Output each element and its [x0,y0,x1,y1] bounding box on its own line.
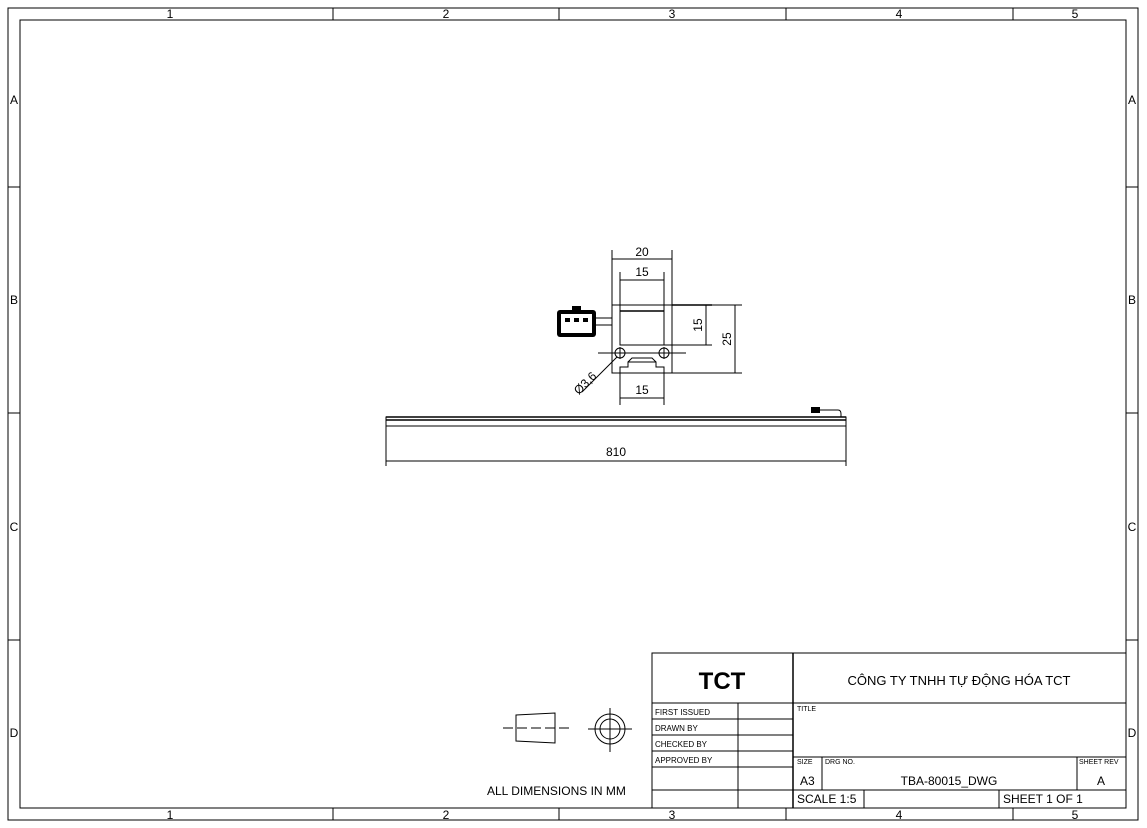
zone-labels: 1 2 3 4 5 1 2 3 4 5 A B C D A B C D [10,7,1137,822]
zone-row-c-right: C [1128,520,1137,534]
zone-col-1: 1 [167,7,174,21]
zone-col-5-bottom: 5 [1072,808,1079,822]
sheet-count: SHEET 1 OF 1 [1003,792,1083,806]
units-note: ALL DIMENSIONS IN MM [487,784,626,798]
title-label: TITLE [797,706,816,713]
drawn-by-label: DRAWN BY [655,724,698,733]
zone-col-2: 2 [443,7,450,21]
company-logo: TCT [699,668,746,695]
inner-frame [19,19,1127,809]
connector-icon [557,306,612,337]
size-label: SIZE [797,759,813,766]
zone-col-2-bottom: 2 [443,808,450,822]
dim-width-outer: 20 [635,245,649,259]
sheet-rev-label: SHEET REV [1079,759,1119,766]
sheet-rev-value: A [1097,774,1105,788]
dim-height-total: 25 [720,332,734,346]
zone-row-a-right: A [1128,93,1136,107]
zone-row-d: D [10,726,19,740]
dim-length: 810 [606,445,626,459]
outer-frame [7,7,1139,821]
end-view: 20 15 15 25 15 Ø3,6 [557,245,742,405]
dim-rail-width: 15 [635,383,649,397]
projection-symbol-icon [503,708,632,752]
drawing-number: TBA-80015_DWG [901,774,998,788]
title-block: TCT CÔNG TY TNHH TỰ ĐỘNG HÓA TCT FIRST I… [651,652,1127,809]
zone-col-5: 5 [1072,7,1079,21]
dim-height-inner: 15 [691,318,705,332]
scale-value: SCALE 1:5 [797,792,857,806]
zone-col-3: 3 [669,7,676,21]
dim-width-inner: 15 [635,265,649,279]
drg-no-label: DRG NO. [825,759,855,766]
zone-row-a: A [10,93,18,107]
first-issued-label: FIRST ISSUED [655,708,710,717]
zone-col-4: 4 [896,7,903,21]
checked-by-label: CHECKED BY [655,740,708,749]
zone-row-c: C [10,520,19,534]
approved-by-label: APPROVED BY [655,756,713,765]
zone-row-b-right: B [1128,293,1136,307]
company-name: CÔNG TY TNHH TỰ ĐỘNG HÓA TCT [848,673,1071,688]
zone-col-4-bottom: 4 [896,808,903,822]
zone-row-d-right: D [1128,726,1137,740]
dim-hole-diameter: Ø3,6 [571,369,600,398]
zone-row-b: B [10,293,18,307]
zone-dividers [8,8,1138,820]
zone-col-3-bottom: 3 [669,808,676,822]
side-view: 810 [385,407,847,466]
zone-col-1-bottom: 1 [167,808,174,822]
size-value: A3 [800,774,815,788]
